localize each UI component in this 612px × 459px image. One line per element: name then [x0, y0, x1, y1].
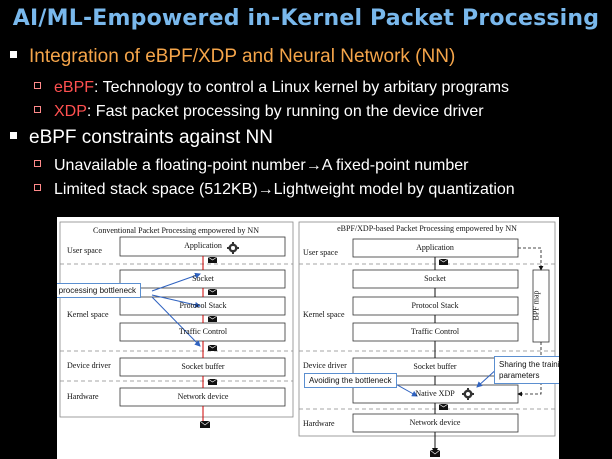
slide-title: AI/ML-Empowered in-Kernel Packet Process…	[12, 6, 600, 31]
left-layer-kernel: Kernel space	[67, 310, 109, 319]
bullet-1-text: Integration of eBPF/XDP and Neural Netwo…	[29, 46, 456, 67]
callout-bottleneck: Packet processing bottleneck	[57, 283, 142, 298]
envelope-icon	[207, 315, 218, 322]
envelope-icon	[438, 258, 449, 265]
envelope-icon	[207, 344, 218, 351]
bullet-2: eBPF constraints against NN	[10, 127, 273, 149]
left-layer-hardware: Hardware	[67, 392, 99, 401]
envelope-icon	[438, 403, 449, 410]
bullet-2-sub-2-text: Limited stack space (512KB)→Lightweight …	[54, 181, 515, 198]
right-box-socket-buffer: Socket buffer	[413, 362, 457, 371]
right-layer-driver: Device driver	[303, 361, 347, 370]
bpf-map-label: BPF map	[531, 290, 541, 321]
left-box-network-device: Network device	[177, 392, 229, 401]
bullet-1-sub-1: eBPF: Technology to control a Linux kern…	[34, 79, 509, 97]
callout-sharing-line-2: parameters	[499, 371, 540, 380]
sub-bullet-square-icon	[34, 106, 41, 114]
term-xdp: XDP	[54, 103, 87, 120]
bullet-1-sub-1-text: : Technology to control a Linux kernel b…	[94, 79, 510, 96]
bullet-1-sub-2-text: : Fast packet processing by running on t…	[86, 103, 484, 120]
bullet-2-sub-1: Unavailable a floating-point number→A fi…	[34, 157, 468, 175]
sub-bullet-square-icon	[34, 82, 41, 90]
callout-sharing-line-1: Sharing the training	[499, 360, 559, 369]
right-box-socket: Socket	[424, 274, 446, 283]
sub-bullet-square-icon	[34, 184, 41, 192]
bullet-square-icon	[10, 132, 17, 140]
envelope-icon	[207, 256, 218, 263]
right-panel-title: eBPF/XDP-based Packet Processing empower…	[337, 224, 517, 233]
callout-sharing: Sharing the training parameters	[494, 356, 559, 384]
diagram-lines	[59, 221, 556, 457]
gear-icon	[462, 388, 474, 400]
left-layer-driver: Device driver	[67, 361, 111, 370]
left-panel-title: Conventional Packet Processing empowered…	[93, 226, 259, 235]
left-box-protocol-stack: Protocol Stack	[179, 301, 227, 310]
architecture-diagram: Conventional Packet Processing empowered…	[57, 217, 559, 459]
bullet-2-sub-2: Limited stack space (512KB)→Lightweight …	[34, 181, 515, 199]
left-box-traffic-control: Traffic Control	[178, 327, 228, 336]
right-box-protocol-stack: Protocol Stack	[411, 301, 459, 310]
right-box-application: Application	[416, 243, 454, 252]
left-box-socket: Socket	[192, 274, 214, 283]
gear-icon	[227, 242, 239, 254]
right-layer-kernel: Kernel space	[303, 310, 345, 319]
left-box-application: Application	[184, 241, 222, 250]
bullet-1-sub-2: XDP: Fast packet processing by running o…	[34, 103, 484, 121]
bullet-2-sub-1-text: Unavailable a floating-point number→A fi…	[54, 157, 469, 174]
right-box-network-device: Network device	[409, 418, 461, 427]
sub-bullet-square-icon	[34, 160, 41, 168]
envelope-icon	[429, 449, 441, 457]
right-layer-hardware: Hardware	[303, 419, 335, 428]
right-box-native-xdp: Native XDP	[415, 389, 455, 398]
callout-avoiding: Avoiding the bottleneck	[304, 373, 397, 388]
bullet-1: Integration of eBPF/XDP and Neural Netwo…	[10, 46, 455, 68]
bullet-square-icon	[10, 51, 17, 59]
envelope-icon	[207, 288, 218, 295]
right-box-traffic-control: Traffic Control	[410, 327, 460, 336]
right-layer-user: User space	[303, 248, 338, 257]
envelope-icon	[207, 378, 218, 385]
term-ebpf: eBPF	[54, 79, 95, 96]
left-box-socket-buffer: Socket buffer	[181, 362, 225, 371]
envelope-icon	[199, 420, 211, 428]
bullet-2-text: eBPF constraints against NN	[29, 127, 273, 148]
left-layer-user: User space	[67, 246, 102, 255]
